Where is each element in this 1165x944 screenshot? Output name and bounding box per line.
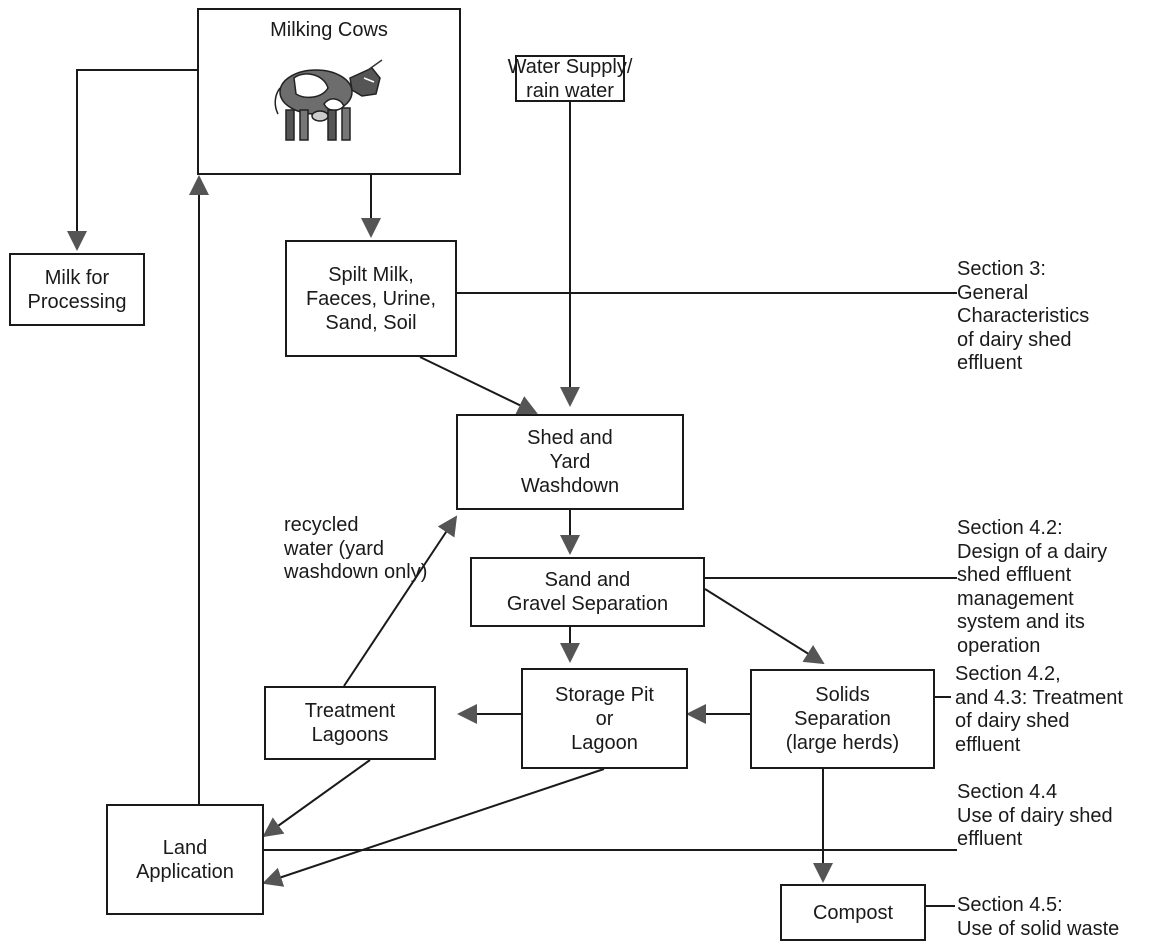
node-label: Solids: [815, 684, 870, 706]
node-label: Sand, Soil: [325, 311, 417, 334]
node-label: Land: [162, 836, 208, 859]
node-label: Separation: [794, 708, 891, 730]
node-label: Milk for: [44, 266, 110, 289]
label-line: water (yard: [284, 537, 385, 560]
node-label: Lagoons: [311, 724, 389, 746]
node-label: Shed and: [527, 427, 613, 449]
edge-spilt-to-shed: [419, 356, 538, 415]
node-storage-pit: Storage Pit or Lagoon: [521, 668, 688, 769]
note-line: system and its: [957, 611, 1085, 633]
node-label: Sand and: [544, 569, 631, 591]
note-line: management: [957, 587, 1074, 610]
node-label: Milking Cows: [270, 19, 388, 41]
note-line: shed effluent: [957, 564, 1072, 586]
note-line: Section 4.5:: [957, 894, 1063, 916]
node-label: rain water: [526, 79, 614, 102]
node-sand-gravel-separation: Sand and Gravel Separation: [470, 557, 705, 627]
note-section-4-4: Section 4.4 Use of dairy shed effluent: [957, 781, 1113, 852]
node-label: (large herds): [785, 732, 900, 754]
node-label: Yard: [549, 451, 591, 473]
note-line: Use of solid waste: [957, 917, 1120, 940]
note-line: operation: [957, 634, 1041, 657]
label-line: recycled: [284, 514, 359, 536]
note-line: Use of dairy shed: [957, 804, 1113, 827]
note-line: of dairy shed: [955, 710, 1070, 732]
node-water-supply: Water Supply/ rain water: [508, 55, 632, 102]
note-line: Section 4.2:: [957, 517, 1063, 539]
note-line: and 4.3: Treatment: [955, 686, 1123, 709]
note-line: Design of a dairy: [957, 540, 1108, 563]
node-label: Application: [136, 860, 234, 883]
node-label: Processing: [27, 290, 127, 313]
label-line: washdown only): [284, 561, 428, 583]
node-spilt-milk: Spilt Milk, Faeces, Urine, Sand, Soil: [285, 240, 457, 357]
note-line: effluent: [957, 828, 1023, 850]
note-line: Section 3:: [957, 258, 1046, 280]
node-solids-separation: Solids Separation (large herds): [750, 669, 935, 769]
node-label: Treatment: [304, 700, 396, 722]
note-section-4-2-4-3: Section 4.2, and 4.3: Treatment of dairy…: [955, 663, 1123, 757]
node-label: Gravel Separation: [506, 593, 669, 615]
edge-sand-to-solids: [704, 588, 825, 665]
node-label: Faeces, Urine,: [305, 287, 437, 310]
edge-storage-to-land: [262, 768, 605, 887]
edge-lagoons-to-shed: [343, 515, 458, 687]
node-label: Storage Pit: [555, 683, 654, 706]
node-label: Washdown: [520, 475, 620, 497]
note-line: of dairy shed: [957, 328, 1072, 351]
note-line: Section 4.4: [957, 781, 1058, 803]
note-line: effluent: [957, 352, 1023, 374]
node-milking-cows: Milking Cows: [197, 8, 461, 175]
note-line: effluent: [955, 733, 1021, 756]
node-label: Lagoon: [571, 731, 638, 754]
node-label: Compost: [812, 901, 894, 924]
node-compost: Compost: [780, 884, 926, 941]
node-treatment-lagoons: Treatment Lagoons: [264, 686, 436, 760]
node-milk-for-processing: Milk for Processing: [9, 253, 145, 326]
recycled-water-label: recycled water (yard washdown only): [284, 514, 427, 585]
node-label: Water Supply/: [507, 55, 633, 78]
edge-cows-to-milk: [67, 69, 197, 251]
node-land-application: Land Application: [106, 804, 264, 915]
note-line: Section 4.2,: [955, 663, 1061, 685]
note-line: General: [957, 281, 1029, 304]
node-label: or: [595, 707, 614, 730]
note-section-4-5: Section 4.5: Use of solid waste: [957, 894, 1119, 941]
cow-illustration: [274, 59, 383, 141]
node-shed-yard-washdown: Shed and Yard Washdown: [456, 414, 684, 510]
edge-lagoons-to-land: [262, 759, 371, 838]
note-line: Characteristics: [957, 305, 1090, 327]
note-section-4-2: Section 4.2: Design of a dairy shed effl…: [957, 517, 1107, 658]
node-label: Spilt Milk,: [328, 263, 414, 286]
note-section-3: Section 3: General Characteristics of da…: [957, 258, 1089, 376]
